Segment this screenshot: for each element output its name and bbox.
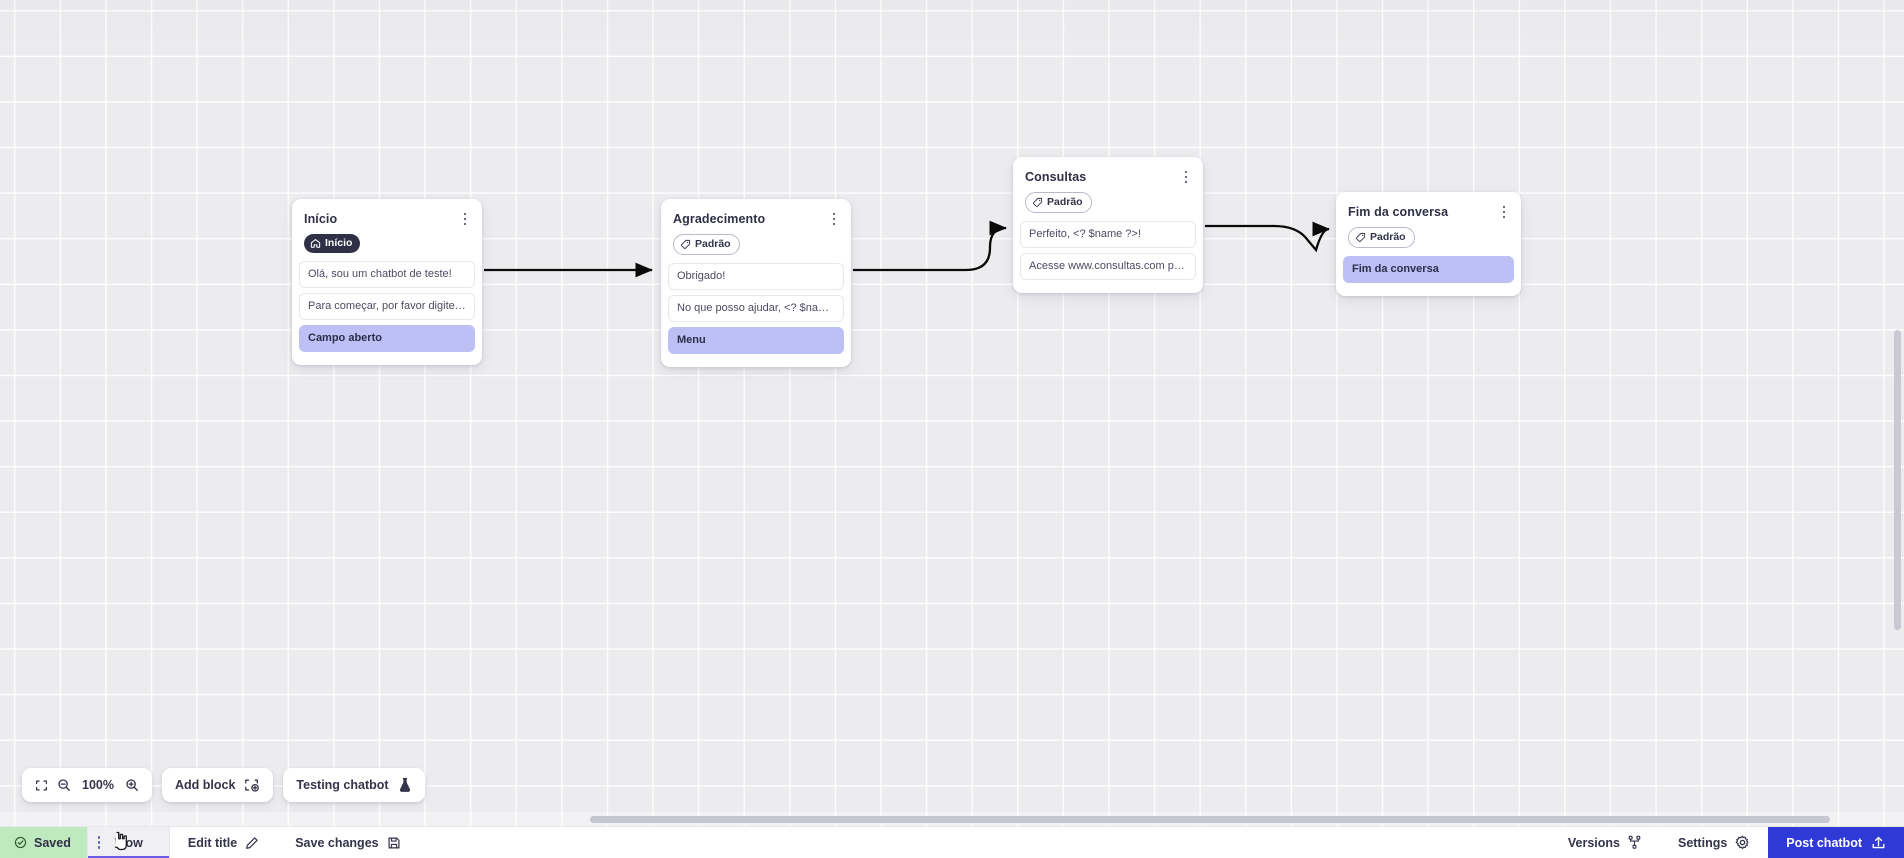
node-row[interactable]: Campo aberto (299, 325, 475, 352)
node-badge-label: Padrão (1047, 196, 1083, 209)
node-title: Agradecimento (673, 212, 766, 226)
node-row[interactable]: Perfeito, <? $name ?>! (1020, 221, 1196, 248)
settings-button[interactable]: Settings (1660, 827, 1768, 858)
flow-node-fim-da-conversa[interactable]: Fim da conversa Padrão Fim da conversa (1336, 192, 1521, 296)
node-menu-icon[interactable] (458, 211, 472, 227)
add-block-label: Add block (175, 778, 236, 792)
saved-status-badge: Saved (0, 827, 87, 858)
save-changes-label: Save changes (295, 835, 379, 850)
node-title: Consultas (1025, 170, 1087, 184)
node-header: Fim da conversa (1336, 192, 1521, 220)
zoom-level-value: 100% (82, 778, 114, 792)
node-badges: Padrão (1013, 185, 1203, 221)
node-menu-icon[interactable] (1179, 169, 1193, 185)
node-row[interactable]: Fim da conversa (1343, 256, 1514, 283)
flow-canvas[interactable]: Início Início Olá, sou um chatbot de tes… (0, 0, 1904, 826)
pencil-icon (246, 836, 258, 849)
tag-icon (1032, 197, 1043, 208)
horizontal-scrollbar-thumb[interactable] (590, 816, 1830, 823)
node-title: Início (304, 212, 338, 226)
save-disk-icon (388, 836, 400, 849)
vertical-scrollbar[interactable] (1890, 0, 1904, 826)
post-chatbot-label: Post chatbot (1786, 835, 1862, 850)
branch-icon (1628, 835, 1641, 849)
node-menu-icon[interactable] (827, 211, 841, 227)
zoom-controls: 100% (22, 768, 152, 802)
status-bar-right: Versions Settings Post chatbot (1550, 827, 1904, 858)
upload-icon (1872, 836, 1885, 849)
node-header: Consultas (1013, 157, 1203, 185)
testing-chatbot-button[interactable]: Testing chatbot (283, 768, 425, 802)
node-badges: Padrão (661, 227, 851, 263)
flow-node-inicio[interactable]: Início Início Olá, sou um chatbot de tes… (292, 199, 482, 365)
save-changes-button[interactable]: Save changes (277, 827, 418, 858)
node-title: Fim da conversa (1348, 205, 1449, 219)
versions-button[interactable]: Versions (1550, 827, 1660, 858)
node-rows: Obrigado! No que posso ajudar, <? $name … (661, 263, 851, 367)
versions-label: Versions (1567, 835, 1620, 850)
node-badge-label: Padrão (1370, 231, 1406, 244)
flask-icon (398, 777, 412, 793)
node-rows: Perfeito, <? $name ?>! Acesse www.consul… (1013, 221, 1203, 293)
node-badges: Início (292, 227, 482, 261)
status-bar: Saved Flow Edit title Save changes Versi… (0, 826, 1904, 858)
node-rows: Fim da conversa (1336, 256, 1521, 296)
gear-icon (1735, 835, 1749, 850)
node-row[interactable]: No que posso ajudar, <? $name ... (668, 295, 844, 322)
edit-title-button[interactable]: Edit title (170, 827, 277, 858)
node-row[interactable]: Olá, sou um chatbot de teste! (299, 261, 475, 288)
tab-flow-label: Flow (114, 835, 143, 850)
zoom-out-icon[interactable] (57, 778, 71, 792)
node-rows: Olá, sou um chatbot de teste! Para começ… (292, 261, 482, 365)
node-badge-label: Padrão (695, 238, 731, 251)
canvas-toolbar: 100% Add block Testing chatbot (22, 768, 425, 802)
flow-node-agradecimento[interactable]: Agradecimento Padrão Obrigado! No que po… (661, 199, 851, 367)
testing-chatbot-label: Testing chatbot (296, 778, 389, 792)
zoom-in-icon[interactable] (125, 778, 139, 792)
node-row[interactable]: Obrigado! (668, 263, 844, 290)
node-badge[interactable]: Padrão (1348, 227, 1415, 248)
node-header: Agradecimento (661, 199, 851, 227)
kebab-menu-icon[interactable] (97, 836, 101, 849)
tag-icon (680, 239, 691, 250)
node-row[interactable]: Para começar, por favor digite o ... (299, 293, 475, 320)
edit-title-label: Edit title (187, 835, 238, 850)
flow-edges (484, 220, 1330, 278)
fit-screen-icon[interactable] (35, 779, 48, 792)
horizontal-scrollbar[interactable] (0, 812, 1904, 826)
tag-icon (1355, 232, 1366, 243)
node-badge[interactable]: Padrão (673, 234, 740, 255)
node-menu-icon[interactable] (1497, 204, 1511, 220)
node-row[interactable]: Acesse www.consultas.com par... (1020, 253, 1196, 280)
node-badge-label: Início (325, 237, 353, 250)
flow-node-consultas[interactable]: Consultas Padrão Perfeito, <? $name ?>! … (1013, 157, 1203, 293)
add-block-button[interactable]: Add block (162, 768, 274, 802)
node-badge[interactable]: Padrão (1025, 192, 1092, 213)
node-row[interactable]: Menu (668, 327, 844, 354)
status-bar-left: Saved Flow Edit title Save changes (0, 827, 419, 858)
settings-label: Settings (1677, 835, 1728, 850)
tab-flow[interactable]: Flow (86, 827, 170, 858)
vertical-scrollbar-thumb[interactable] (1894, 330, 1901, 630)
node-header: Início (292, 199, 482, 227)
node-badge[interactable]: Início (304, 234, 361, 253)
home-icon (310, 238, 321, 248)
node-badges: Padrão (1336, 220, 1521, 256)
check-circle-icon (14, 836, 27, 849)
post-chatbot-button[interactable]: Post chatbot (1768, 827, 1904, 858)
add-block-icon (244, 778, 260, 793)
saved-status-label: Saved (34, 835, 71, 850)
